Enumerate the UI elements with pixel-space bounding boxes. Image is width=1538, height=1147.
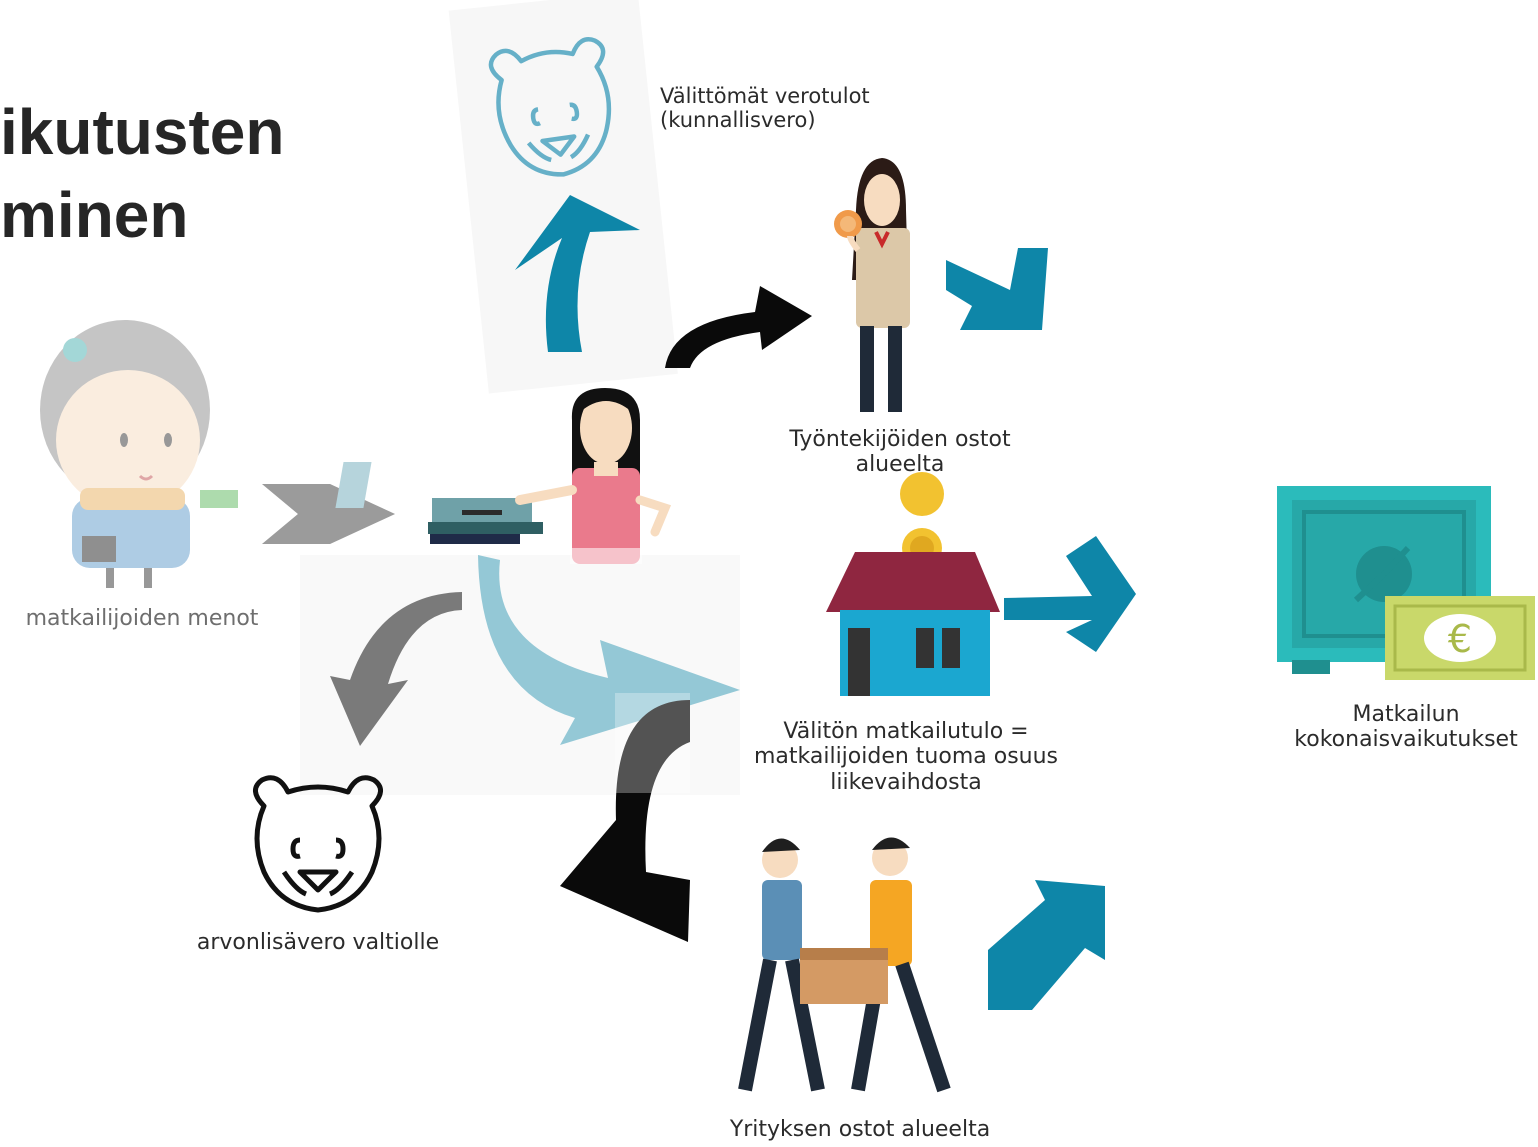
safe-with-money-icon: € (1277, 486, 1535, 680)
arrow-business-onward (988, 880, 1105, 1010)
tourist-figure-icon (40, 320, 238, 588)
label-tourist-spending: matkailijoiden menot (25, 606, 259, 631)
label-direct-income-line-2: matkailijoiden tuoma osuus (753, 744, 1059, 770)
arrow-to-total-effects (1004, 536, 1136, 652)
label-vat-to-state: arvonlisävero valtiolle (196, 930, 440, 955)
svg-text:€: € (1448, 617, 1472, 661)
arrow-employee-onward (946, 248, 1048, 330)
page-title-line-2: minen (0, 179, 189, 251)
label-direct-income-line-1: Välitön matkailutulo = (783, 719, 1029, 744)
bear-head-icon (488, 37, 612, 177)
label-direct-tax-line-2: (kunnallisvero) (660, 108, 816, 133)
arrow-to-municipal-tax (515, 195, 640, 352)
label-total-effects-line-2: kokonaisvaikutukset (1294, 727, 1518, 753)
label-employee-purchases-line-1: Työntekijöiden ostot (789, 427, 1011, 452)
label-company-purchases: Yrityksen ostot alueelta (729, 1117, 991, 1142)
cashier-figure-icon (515, 388, 672, 564)
arrow-to-vat (330, 592, 462, 746)
label-direct-income: Välitön matkailutulo = matkailijoiden tu… (754, 719, 1058, 795)
label-direct-tax-line-1: Välittömät verotulot (660, 84, 870, 108)
label-direct-income-line-3: liikevaihdosta (830, 769, 982, 795)
cash-register-icon (335, 462, 543, 544)
business-partners-icon (738, 837, 951, 1093)
arrow-to-employee (665, 286, 812, 368)
piggy-bank-house-icon (826, 472, 1000, 696)
label-employee-purchases: Työntekijöiden ostot alueelta (789, 427, 1010, 478)
arrow-to-business-purchases (560, 700, 690, 942)
page-title-line-1: ikutusten (0, 96, 285, 168)
worker-figure-icon (834, 158, 910, 412)
backdrop-panel-top (448, 0, 678, 394)
label-direct-tax: Välittömät verotulot (kunnallisvero) (660, 84, 870, 132)
label-total-effects: Matkailun kokonaisvaikutukset (1294, 702, 1517, 753)
bear-head-icon (253, 775, 383, 913)
label-total-effects-line-1: Matkailun (1352, 702, 1460, 727)
label-employee-purchases-line-2: alueelta (855, 452, 945, 478)
arrow-to-direct-income (478, 555, 740, 745)
